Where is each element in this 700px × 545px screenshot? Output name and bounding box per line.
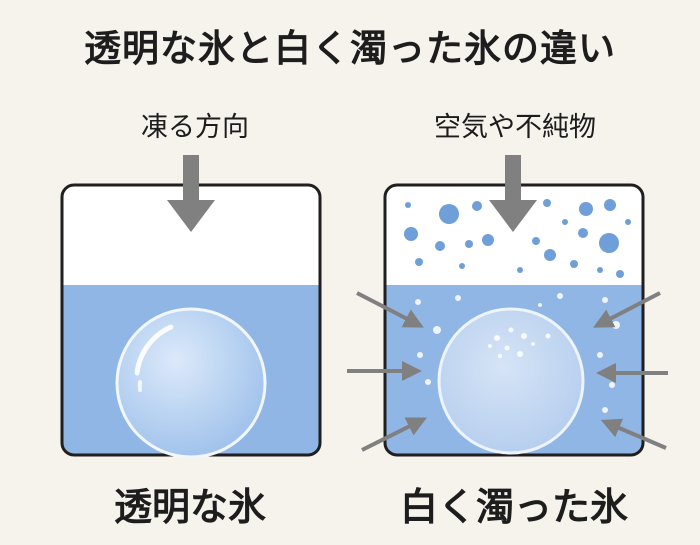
clear-ice-container <box>60 155 322 459</box>
air-impurities-label: 空気や不純物 <box>434 112 596 143</box>
page-title: 透明な氷と白く濁った氷の違い <box>84 27 616 70</box>
down-arrow-icon <box>167 155 215 232</box>
freeze-direction-label: 凍る方向 <box>141 112 249 143</box>
down-arrow-icon <box>489 155 537 232</box>
air-bubbles-top <box>404 199 631 278</box>
clear-ice-caption: 透明な氷 <box>113 485 266 529</box>
ice-sphere-icon <box>437 307 585 455</box>
side-arrow-icon <box>347 291 668 452</box>
cloudy-ice-caption: 白く濁った氷 <box>399 485 628 529</box>
cloudy-ice-container <box>347 155 668 457</box>
ice-sphere-icon <box>115 307 267 459</box>
